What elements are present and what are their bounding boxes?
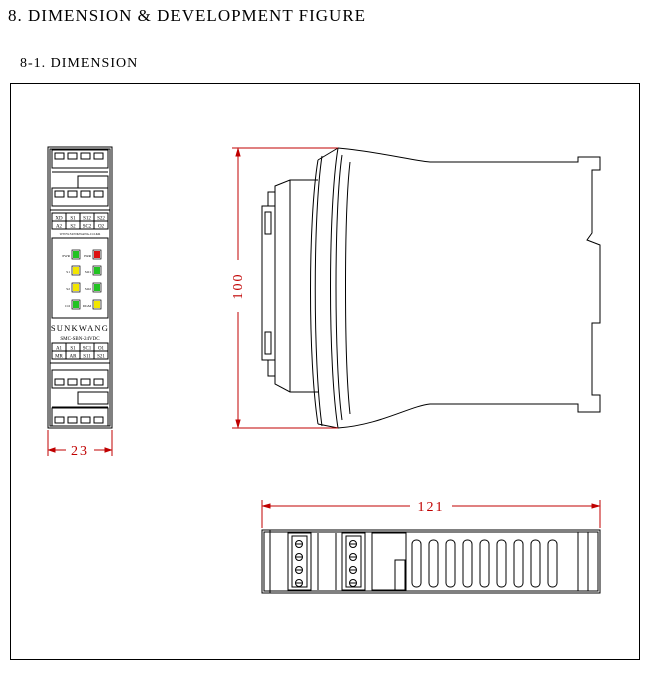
terminal-label: SC2	[83, 225, 92, 230]
terminal-label: A1	[56, 347, 63, 352]
led-label: PWR	[62, 254, 70, 258]
led-panel: PWR ERR S1 SO1 S2 SO2 CO DGM	[62, 251, 100, 308]
terminal-label: A2	[56, 225, 63, 230]
depth-dimension	[261, 500, 601, 528]
height-dimension-label: 100	[231, 273, 246, 300]
website-text: WWW.SUNKWANG.CO.KR	[60, 232, 101, 236]
width-dimension-label: 23	[71, 444, 89, 459]
terminal-label: S22	[97, 217, 105, 222]
front-view	[47, 146, 113, 429]
terminal-label: S1	[70, 217, 76, 222]
page-heading: 8. DIMENSION & DEVELOPMENT FIGURE	[8, 6, 367, 25]
terminal-label: O1	[98, 347, 105, 352]
led-label: SO2	[85, 287, 91, 291]
height-dimension	[232, 147, 338, 429]
brand-name: SUNKWANG	[51, 323, 109, 333]
led-indicator	[94, 251, 100, 258]
terminal-label: O2	[98, 225, 105, 230]
terminal-label: XD	[55, 217, 63, 222]
depth-dimension-label: 121	[418, 500, 445, 515]
section-heading: 8-1. DIMENSION	[20, 56, 139, 71]
led-indicator	[73, 301, 79, 308]
terminal-label: AR	[70, 355, 78, 360]
drawing-frame	[10, 83, 640, 660]
model-name: SMC-SBN-24VDC	[60, 337, 100, 342]
width-dimension	[47, 430, 113, 456]
bottom-view	[261, 529, 601, 594]
led-label: ERR	[84, 254, 91, 258]
terminal-label: SC1	[83, 347, 92, 352]
terminal-label: S1	[70, 347, 76, 352]
terminal-label: MR	[55, 355, 63, 360]
led-indicator	[73, 284, 79, 291]
led-label: SO1	[85, 270, 91, 274]
terminal-label: S11	[83, 355, 91, 360]
led-label: S2	[66, 287, 70, 291]
led-label: S1	[66, 270, 70, 274]
led-indicator	[94, 267, 100, 274]
terminal-label: S2	[70, 225, 76, 230]
led-indicator	[94, 301, 100, 308]
led-indicator	[73, 251, 79, 258]
led-indicator	[94, 284, 100, 291]
terminal-label: S12	[83, 217, 91, 222]
led-indicator	[73, 267, 79, 274]
side-view	[261, 147, 601, 429]
led-label: DGM	[83, 304, 92, 308]
led-label: CO	[65, 304, 70, 308]
terminal-label: S21	[97, 355, 105, 360]
